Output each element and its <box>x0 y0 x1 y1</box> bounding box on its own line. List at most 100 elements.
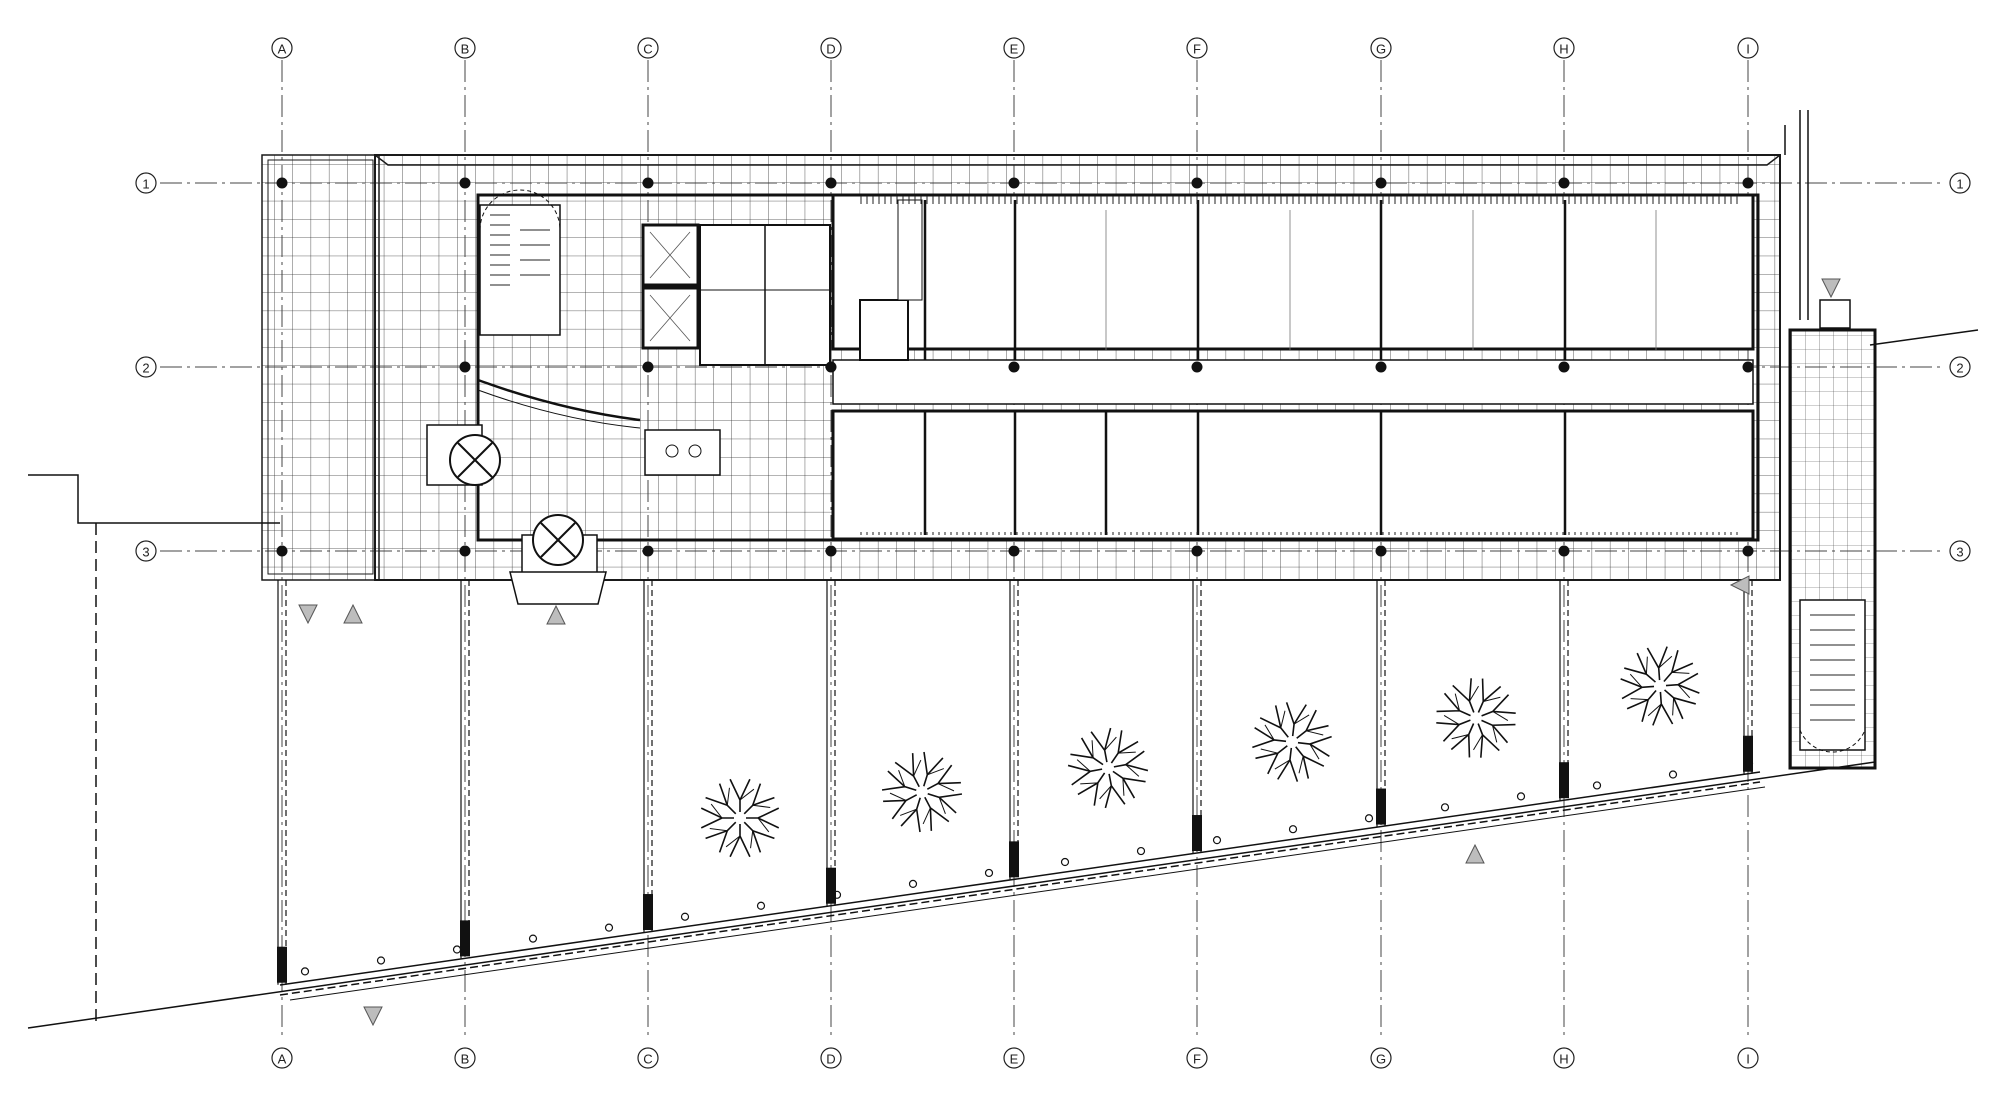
pier-base-F <box>1192 815 1202 852</box>
level-marker-triangle <box>298 604 318 625</box>
grid-bubble-right-2-label: 2 <box>1956 361 1963 376</box>
grid-bubble-bottom-H: H <box>1553 1047 1575 1069</box>
site-boundary <box>27 110 1979 1029</box>
grid-bubble-bottom-G: G <box>1370 1047 1392 1069</box>
column-I1 <box>1742 177 1754 189</box>
grid-bubble-top-E-label: E <box>1010 42 1019 57</box>
column-H2 <box>1558 361 1570 373</box>
grid-bubble-top-C: C <box>637 37 659 59</box>
column-C2 <box>642 361 654 373</box>
bollard <box>452 945 462 954</box>
bollard <box>1668 770 1678 779</box>
level-marker-triangle <box>1465 843 1485 864</box>
grid-bubble-bottom-B-label: B <box>461 1052 470 1067</box>
grid-bubble-top-C-label: C <box>643 42 652 57</box>
pier-base-G <box>1376 788 1386 825</box>
column-F2 <box>1191 361 1203 373</box>
column-B1 <box>459 177 471 189</box>
grid-bubble-top-I: I <box>1737 37 1759 59</box>
bollard <box>984 868 994 878</box>
column-I3 <box>1742 545 1754 557</box>
bollard <box>1136 846 1146 856</box>
grid-bubble-top-E: E <box>1003 37 1025 59</box>
bollard <box>908 879 918 888</box>
grid-bubble-bottom-I-label: I <box>1746 1052 1750 1067</box>
grid-bubble-left-2-label: 2 <box>142 361 149 376</box>
column-B2 <box>459 361 471 373</box>
pier-base-C <box>643 894 653 931</box>
column-D2 <box>825 361 837 373</box>
grid-bubble-right-3: 3 <box>1949 540 1971 562</box>
column-A3 <box>276 545 288 557</box>
column-F3 <box>1191 545 1203 557</box>
grid-bubble-bottom-A-label: A <box>278 1052 287 1067</box>
grid-bubble-bottom-D-label: D <box>826 1052 835 1067</box>
grid-bubble-bottom-H-label: H <box>1559 1052 1568 1067</box>
pier-base-D <box>826 867 836 904</box>
pier-base-I <box>1743 735 1753 772</box>
column-H1 <box>1558 177 1570 189</box>
grid-bubble-bottom-B: B <box>454 1047 476 1069</box>
bollard <box>1440 803 1450 812</box>
column-G2 <box>1375 361 1387 373</box>
grid-bubble-bottom-F: F <box>1186 1047 1208 1069</box>
bollard <box>604 923 614 932</box>
grid-bubble-top-I-label: I <box>1746 42 1750 57</box>
level-marker-triangle <box>546 604 566 625</box>
bollard <box>300 967 310 976</box>
column-D3 <box>825 545 837 557</box>
row-grid-bubbles-left: 1 2 3 <box>135 172 157 562</box>
grid-bubble-top-G-label: G <box>1376 42 1386 57</box>
bollard <box>832 890 842 899</box>
grid-bubble-bottom-C-label: C <box>643 1052 652 1067</box>
column-grid-bubbles-bottom: A B C D E F G H I <box>271 1047 1759 1069</box>
bollard <box>1592 781 1602 790</box>
bollard <box>1744 759 1754 768</box>
grid-bubble-top-G: G <box>1370 37 1392 59</box>
column-C3 <box>642 545 654 557</box>
south-wall <box>279 771 1766 1001</box>
column-B3 <box>459 545 471 557</box>
column-A1 <box>276 177 288 189</box>
grid-bubble-bottom-G-label: G <box>1376 1052 1386 1067</box>
grid-bubble-top-B: B <box>454 37 476 59</box>
column-G1 <box>1375 177 1387 189</box>
tree <box>1436 678 1516 758</box>
grid-bubble-left-3: 3 <box>135 540 157 562</box>
level-marker-triangle <box>343 603 363 624</box>
grid-bubble-right-1: 1 <box>1949 172 1971 194</box>
grid-bubble-left-3-label: 3 <box>142 545 149 560</box>
column-H3 <box>1558 545 1570 557</box>
grid-bubble-right-1-label: 1 <box>1956 177 1963 192</box>
level-marker-triangle <box>1729 575 1750 595</box>
bollard <box>1060 857 1070 867</box>
bollard <box>528 934 538 943</box>
bollard <box>1364 814 1374 823</box>
row-grid-bubbles-right: 1 2 3 <box>1949 172 1971 562</box>
grid-bubble-top-H-label: H <box>1559 42 1568 57</box>
grid-bubble-bottom-E: E <box>1003 1047 1025 1069</box>
column-E3 <box>1008 545 1020 557</box>
grid-bubble-bottom-F-label: F <box>1193 1052 1201 1067</box>
bollard <box>756 901 766 910</box>
trees <box>700 646 1700 858</box>
bollard <box>1288 825 1298 834</box>
pier-base-E <box>1009 841 1019 878</box>
grid-bubble-bottom-A: A <box>271 1047 293 1069</box>
column-E1 <box>1008 177 1020 189</box>
grid-bubble-top-F: F <box>1186 37 1208 59</box>
tree <box>1252 702 1332 782</box>
tree <box>1620 646 1700 726</box>
tree <box>700 778 780 858</box>
column-D1 <box>825 177 837 189</box>
grid-bubble-top-H: H <box>1553 37 1575 59</box>
grid-bubble-right-2: 2 <box>1949 356 1971 378</box>
column-I2 <box>1742 361 1754 373</box>
level-markers <box>298 278 1841 1027</box>
grid-bubble-top-D-label: D <box>826 42 835 57</box>
pier-base-B <box>460 920 470 957</box>
grid-bubble-left-1: 1 <box>135 172 157 194</box>
level-marker-triangle <box>1821 278 1841 299</box>
grid-bubble-right-3-label: 3 <box>1956 545 1963 560</box>
